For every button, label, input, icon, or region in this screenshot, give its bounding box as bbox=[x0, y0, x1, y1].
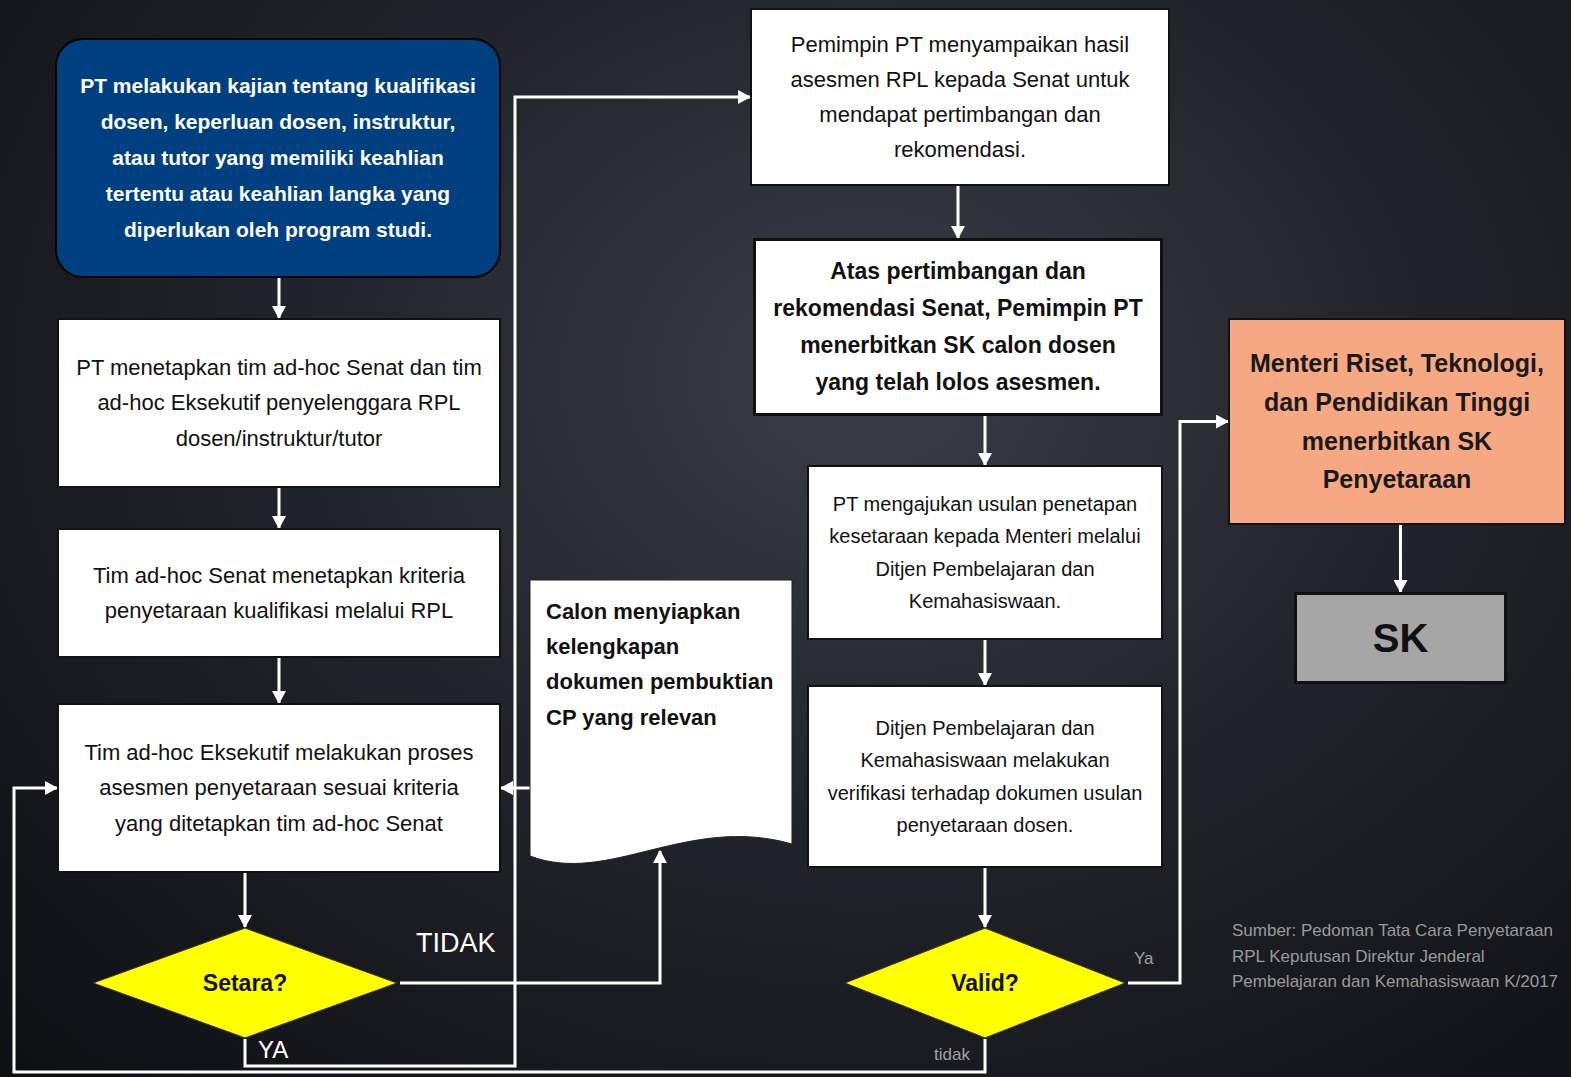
connector-arrow bbox=[278, 488, 281, 528]
node-text-group: Tim ad-hoc Eksekutif melakukan proses as… bbox=[75, 735, 483, 841]
node-text: Ditjen Pembelajaran dan Kemahasiswaan me… bbox=[825, 712, 1145, 842]
node-text: SK bbox=[1373, 616, 1429, 661]
connector-arrow bbox=[278, 278, 281, 318]
edge-label: Ya bbox=[1134, 950, 1154, 967]
node-text: PT mengajukan usulan penetapan kesetaraa… bbox=[825, 488, 1145, 618]
process-box: Atas pertimbangan dan rekomendasi Senat,… bbox=[753, 238, 1163, 416]
node-text-group: Tim ad-hoc Senat menetapkan kriteria pen… bbox=[75, 558, 483, 628]
connector-arrow bbox=[244, 873, 247, 927]
node-text: Valid? bbox=[951, 970, 1019, 997]
node-text-group: Atas pertimbangan dan rekomendasi Senat,… bbox=[772, 253, 1144, 400]
connector-arrow bbox=[984, 868, 987, 927]
node-text-group: PT menetapkan tim ad-hoc Senat dan tim a… bbox=[75, 350, 483, 456]
node-text-group: Calon menyiapkan kelengkapan dokumen pem… bbox=[546, 594, 776, 735]
node-text-group: Setara? bbox=[203, 970, 287, 997]
connector-arrow bbox=[278, 658, 281, 703]
process-box: PT menetapkan tim ad-hoc Senat dan tim a… bbox=[57, 318, 501, 488]
node-text-group: PT melakukan kajian tentang kualifikasi … bbox=[79, 68, 477, 249]
node-text-group: PT mengajukan usulan penetapan kesetaraa… bbox=[825, 488, 1145, 618]
edge-label: TIDAK bbox=[416, 930, 496, 957]
edge-label: YA bbox=[258, 1038, 288, 1062]
process-box: Ditjen Pembelajaran dan Kemahasiswaan me… bbox=[807, 685, 1163, 868]
node-text-group: SK bbox=[1373, 616, 1429, 661]
edge-label: tidak bbox=[934, 1046, 970, 1063]
source-note: Sumber: Pedoman Tata Cara Penyetaraan RP… bbox=[1232, 918, 1562, 995]
process-box: Tim ad-hoc Eksekutif melakukan proses as… bbox=[57, 703, 501, 873]
document-shape: Calon menyiapkan kelengkapan dokumen pem… bbox=[530, 580, 792, 880]
node-text-group: Ditjen Pembelajaran dan Kemahasiswaan me… bbox=[825, 712, 1145, 842]
node-text: Tim ad-hoc Eksekutif melakukan proses as… bbox=[75, 735, 483, 841]
node-text-group: Menteri Riset, Teknologi, dan Pendidikan… bbox=[1246, 344, 1548, 499]
node-text-group: Pemimpin PT menyampaikan hasil asesmen R… bbox=[768, 27, 1152, 168]
connector-arrow bbox=[984, 416, 987, 465]
node-text: Atas pertimbangan dan rekomendasi Senat,… bbox=[772, 253, 1144, 400]
node-text: Tim ad-hoc Senat menetapkan kriteria pen… bbox=[75, 558, 483, 628]
connector-arrow bbox=[957, 186, 960, 238]
node-text-group: Valid? bbox=[951, 970, 1019, 997]
process-box: Pemimpin PT menyampaikan hasil asesmen R… bbox=[750, 8, 1170, 186]
process-box: PT mengajukan usulan penetapan kesetaraa… bbox=[807, 465, 1163, 640]
decision-diamond: Valid? bbox=[842, 927, 1128, 1039]
output-box: SK bbox=[1294, 592, 1507, 684]
diamond-fill bbox=[845, 928, 1125, 1038]
decision-diamond: Setara? bbox=[90, 927, 400, 1039]
result-box: Menteri Riset, Teknologi, dan Pendidikan… bbox=[1228, 318, 1566, 525]
connector-arrow bbox=[984, 640, 987, 685]
node-text: Menteri Riset, Teknologi, dan Pendidikan… bbox=[1246, 344, 1548, 499]
node-text: Setara? bbox=[203, 970, 287, 997]
diamond-fill bbox=[93, 928, 397, 1038]
connector-arrow bbox=[1399, 525, 1402, 592]
node-text: PT menetapkan tim ad-hoc Senat dan tim a… bbox=[75, 350, 483, 456]
node-text: Calon menyiapkan kelengkapan dokumen pem… bbox=[546, 594, 776, 735]
node-text: Pemimpin PT menyampaikan hasil asesmen R… bbox=[768, 27, 1152, 168]
node-text: PT melakukan kajian tentang kualifikasi … bbox=[79, 68, 477, 249]
document-outline bbox=[530, 580, 792, 880]
document-fill bbox=[530, 580, 792, 863]
process-box: Tim ad-hoc Senat menetapkan kriteria pen… bbox=[57, 528, 501, 658]
start-box: PT melakukan kajian tentang kualifikasi … bbox=[55, 38, 501, 278]
